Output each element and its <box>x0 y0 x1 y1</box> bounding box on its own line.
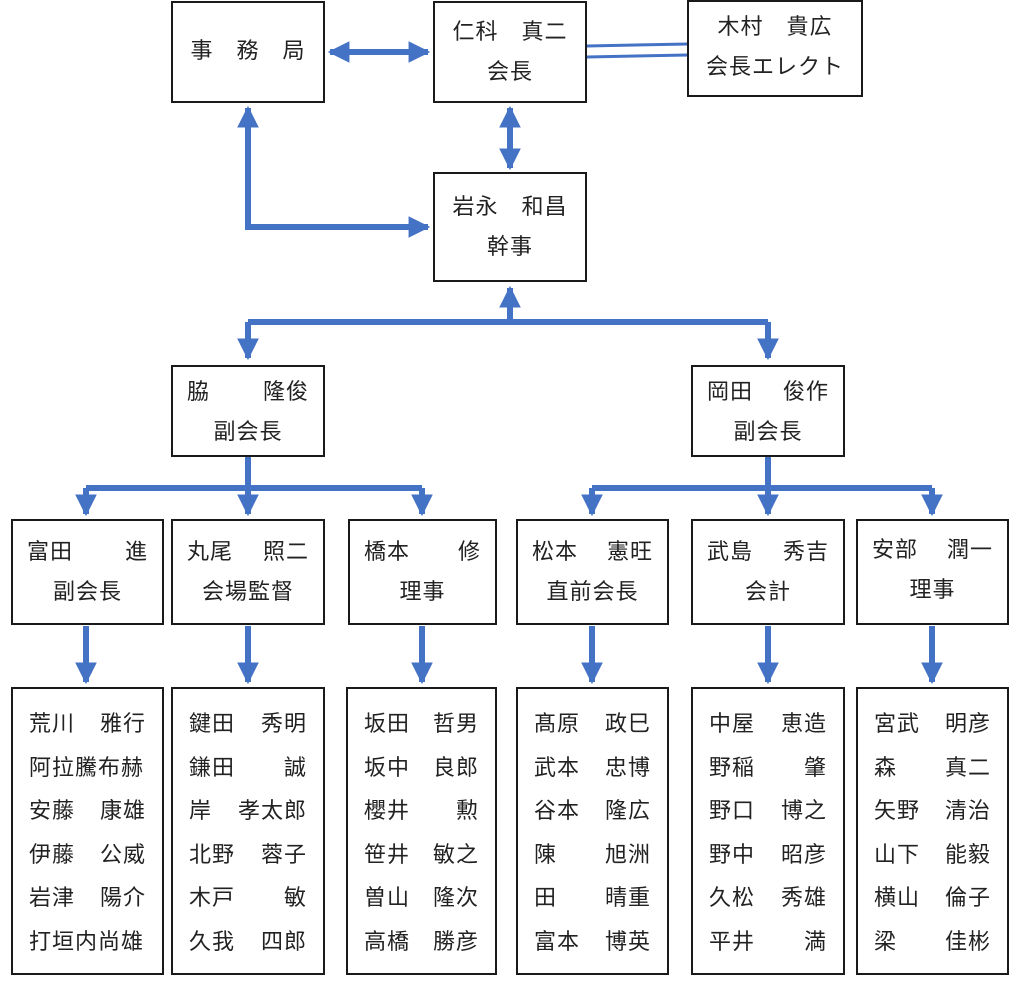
link-president-elect-bottom <box>586 53 689 59</box>
officer-role: 会場監督 <box>201 580 294 605</box>
vp-left-role: 副会長 <box>213 420 283 445</box>
president-elect-box: 木村 貴広 会長エレクト <box>687 0 863 97</box>
list-item: 野口博之 <box>709 799 827 824</box>
president-box: 仁科 真二 会長 <box>433 1 587 103</box>
list-item: 谷本隆広 <box>534 799 651 824</box>
list-item: 伊藤公威 <box>29 842 146 868</box>
officer-role: 理事 <box>399 580 446 605</box>
president-elect-name: 木村 貴広 <box>717 15 833 40</box>
list-item: 野中昭彦 <box>709 842 827 868</box>
list-item: 坂田哲男 <box>364 712 479 737</box>
officer-name: 松本憲旺 <box>532 540 653 565</box>
officer-role: 理事 <box>909 578 956 603</box>
list-item: 阿拉騰布赫 <box>29 755 145 781</box>
member-list: 中屋恵造 野稲肇 野口博之 野中昭彦 久松秀雄 平井満 <box>691 687 845 975</box>
list-item: 田晴重 <box>534 886 651 911</box>
list-item: 富本博英 <box>534 929 651 955</box>
list-item: 中屋恵造 <box>709 712 827 737</box>
list-item: 高橋勝彦 <box>364 929 479 955</box>
list-item: 横山倫子 <box>874 886 991 911</box>
officer-name: 丸尾照二 <box>187 540 309 565</box>
list-item: 矢野清治 <box>874 799 991 824</box>
officer-box: 武島秀吉 会計 <box>691 519 845 625</box>
list-item: 笹井敏之 <box>364 842 479 868</box>
secretary-name: 岩永 和昌 <box>452 195 568 220</box>
officer-name: 安部潤一 <box>872 538 993 563</box>
arrow-office-secretary <box>237 105 431 238</box>
vp-right-name: 岡田俊作 <box>707 380 829 405</box>
officer-name: 武島秀吉 <box>707 540 829 565</box>
list-item: 荒川雅行 <box>29 712 146 737</box>
list-item: 髙原政巳 <box>534 712 651 737</box>
secretary-role: 幹事 <box>486 235 533 260</box>
member-list: 宮武明彦 森真二 矢野清治 山下能毅 横山倫子 梁佳彬 <box>856 687 1009 975</box>
president-role: 会長 <box>486 60 533 85</box>
list-item: 坂中良郎 <box>364 755 479 781</box>
list-item: 山下能毅 <box>874 842 991 868</box>
list-item: 岩津陽介 <box>29 886 146 911</box>
officer-role: 会計 <box>744 580 791 605</box>
list-item: 平井満 <box>709 929 827 955</box>
officer-name: 富田進 <box>27 540 148 565</box>
president-name: 仁科 真二 <box>452 20 568 45</box>
list-item: 北野蓉子 <box>189 842 307 868</box>
office-label: 事 務 局 <box>190 39 306 64</box>
list-item: 安藤康雄 <box>29 799 146 824</box>
vp-right-role: 副会長 <box>733 420 803 445</box>
list-item: 久我四郎 <box>189 929 307 955</box>
member-list: 坂田哲男 坂中良郎 櫻井勲 笹井敏之 曽山隆次 高橋勝彦 <box>346 687 497 975</box>
vp-left-name: 脇隆俊 <box>187 380 309 405</box>
officer-role: 直前会長 <box>546 580 639 605</box>
list-item: 陳旭洲 <box>534 842 651 868</box>
list-item: 野稲肇 <box>709 755 827 781</box>
officer-role: 副会長 <box>52 580 122 605</box>
list-item: 久松秀雄 <box>709 886 827 911</box>
list-item: 櫻井勲 <box>364 799 479 824</box>
list-item: 打垣内尚雄 <box>29 929 145 955</box>
vp-left-box: 脇隆俊 副会長 <box>171 365 325 457</box>
list-item: 鎌田誠 <box>189 755 307 781</box>
member-list: 鍵田秀明 鎌田誠 岸孝太郎 北野蓉子 木戸敏 久我四郎 <box>171 687 325 975</box>
president-elect-role: 会長エレクト <box>705 55 844 80</box>
link-president-elect-top <box>586 42 689 48</box>
list-item: 梁佳彬 <box>874 929 991 955</box>
member-list: 髙原政巳 武本忠博 谷本隆広 陳旭洲 田晴重 富本博英 <box>516 687 669 975</box>
officer-name: 橋本修 <box>364 540 481 565</box>
vp-right-box: 岡田俊作 副会長 <box>691 365 845 457</box>
officer-box: 丸尾照二 会場監督 <box>171 519 325 625</box>
list-item: 木戸敏 <box>189 886 307 911</box>
secretary-box: 岩永 和昌 幹事 <box>433 172 587 282</box>
officer-box: 松本憲旺 直前会長 <box>516 519 669 625</box>
list-item: 宮武明彦 <box>874 712 991 737</box>
officer-box: 富田進 副会長 <box>11 519 164 625</box>
office-box: 事 務 局 <box>171 1 325 103</box>
list-item: 森真二 <box>874 755 991 781</box>
member-list: 荒川雅行 阿拉騰布赫 安藤康雄 伊藤公威 岩津陽介 打垣内尚雄 <box>11 687 164 975</box>
list-item: 岸孝太郎 <box>189 799 307 824</box>
list-item: 鍵田秀明 <box>189 712 307 737</box>
officer-box: 橋本修 理事 <box>348 519 497 625</box>
list-item: 武本忠博 <box>534 755 651 781</box>
officer-box: 安部潤一 理事 <box>856 519 1009 625</box>
list-item: 曽山隆次 <box>364 886 479 911</box>
arrow-vpr-branch <box>592 456 932 491</box>
arrow-vpl-branch <box>86 456 422 491</box>
